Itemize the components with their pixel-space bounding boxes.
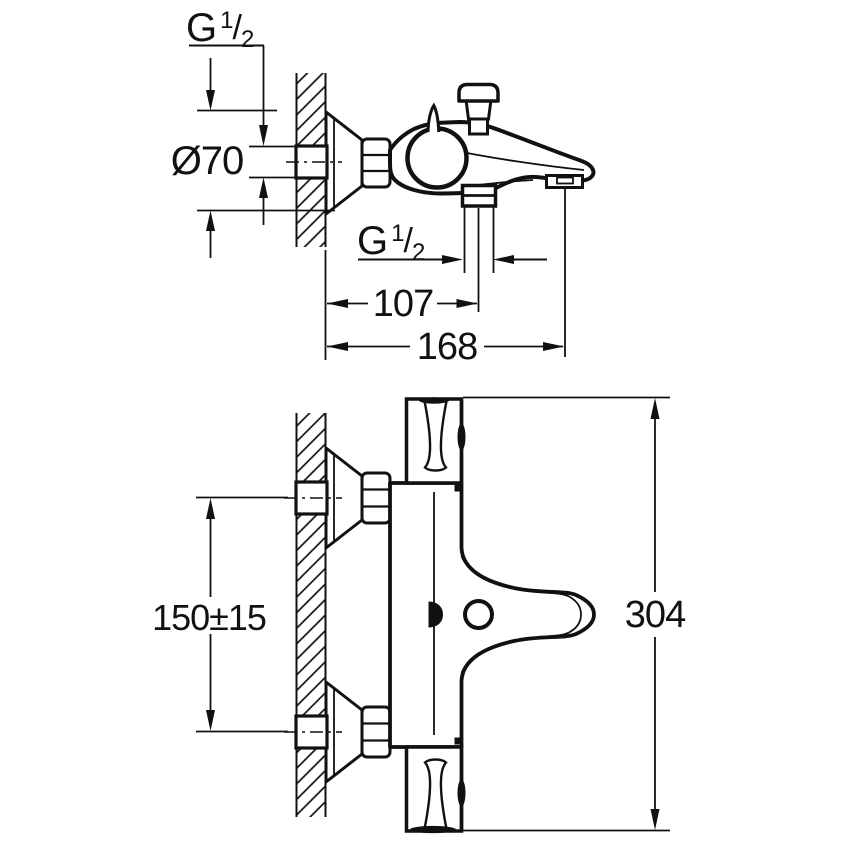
upper-supply-nipple bbox=[284, 480, 342, 516]
handle-grip-groove bbox=[423, 400, 448, 472]
dimension-label-107: 107 bbox=[372, 283, 434, 325]
handle-lever-pointer bbox=[426, 102, 441, 133]
button-ring-mark bbox=[463, 599, 494, 630]
indicator-mark bbox=[428, 601, 443, 628]
thread-denominator: 2 bbox=[411, 239, 426, 266]
thread-slash: / bbox=[232, 9, 242, 47]
escutcheon-side-view bbox=[324, 110, 364, 216]
thread-prefix: G bbox=[186, 6, 218, 50]
dimension-inlet-spacing bbox=[196, 496, 288, 733]
upper-union-nut bbox=[360, 471, 392, 525]
spout-inner-contour bbox=[460, 555, 582, 674]
front-view bbox=[196, 396, 670, 834]
supply-nipple-side-view bbox=[286, 144, 342, 180]
thread-prefix: G bbox=[357, 219, 389, 263]
upper-escutcheon bbox=[324, 446, 364, 550]
top-handle bbox=[404, 397, 466, 485]
mixer-body-front-view bbox=[388, 481, 596, 749]
dimension-label-inlet-spacing: 150±15 bbox=[152, 597, 267, 638]
dimension-label-escutcheon-diameter: Ø70 bbox=[170, 139, 245, 183]
side-view bbox=[189, 44, 596, 360]
lower-escutcheon bbox=[324, 680, 364, 784]
lower-supply-nipple bbox=[284, 714, 342, 750]
aerator bbox=[545, 174, 584, 189]
dimension-inlet-thread bbox=[189, 44, 325, 225]
thread-denominator: 2 bbox=[240, 26, 255, 53]
handle-grip-groove bbox=[423, 758, 448, 830]
dimension-escutcheon-diameter bbox=[197, 58, 335, 258]
wall-section-front-view bbox=[295, 413, 327, 817]
dimension-label-168: 168 bbox=[416, 326, 478, 368]
dimension-shower-outlet-thread bbox=[358, 208, 547, 312]
shower-outlet-fitting bbox=[460, 183, 498, 273]
dimension-107 bbox=[324, 250, 478, 360]
dimension-168 bbox=[327, 188, 566, 357]
union-nut-side-view bbox=[360, 137, 392, 189]
diverter-knob bbox=[457, 82, 500, 136]
dimension-overall-height bbox=[410, 396, 670, 832]
thread-slash: / bbox=[403, 222, 413, 260]
temperature-handle-face bbox=[405, 126, 469, 190]
bottom-handle bbox=[404, 745, 466, 834]
lower-union-nut bbox=[360, 705, 392, 759]
thread-numerator: 1 bbox=[391, 220, 405, 247]
dimension-label-overall-height: 304 bbox=[624, 594, 686, 636]
thread-numerator: 1 bbox=[220, 7, 234, 34]
